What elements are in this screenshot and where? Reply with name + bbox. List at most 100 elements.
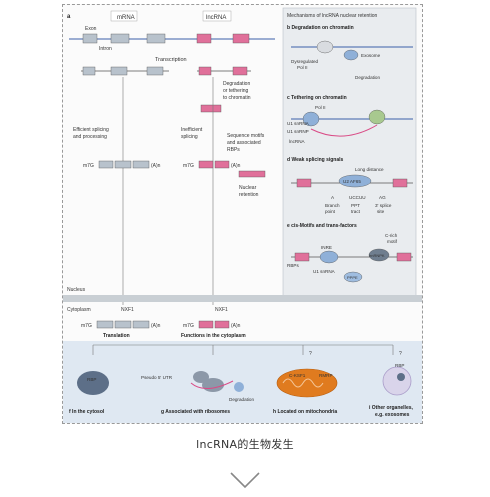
nuclear-retention-1: Nuclear	[239, 185, 257, 191]
degradation-b: Degradation	[355, 75, 380, 80]
mrna-header-box	[110, 10, 138, 22]
pseudo-utr-strand	[190, 380, 234, 389]
exosome-vesicle	[382, 366, 412, 396]
retained-lncrna	[238, 170, 266, 178]
mrna-polya-cyto: (A)n	[151, 323, 161, 329]
lncrna-biogenesis-diagram: a mRNA lncRNA Exon Intron Transcription …	[63, 7, 422, 423]
mrna-exon-3	[146, 33, 166, 44]
lncrna-header: lncRNA	[206, 15, 226, 21]
splice-site-2: site	[377, 209, 385, 214]
cyto-mrna-exon-1	[96, 320, 114, 329]
lncrna-exon-1	[196, 33, 212, 44]
c-rich-1: C-rich	[385, 233, 398, 238]
lncrna-polya: (A)n	[231, 163, 241, 169]
ribosome-small	[193, 371, 209, 383]
functions-cytoplasm: Functions in the cytoplasm	[181, 333, 246, 339]
mechanisms-title: Mechanisms of lncRNA nuclear retention	[287, 13, 378, 19]
lncrna-polya-cyto: (A)n	[231, 323, 241, 329]
panel-e-exon-1	[294, 252, 310, 262]
panel-e-title: e cis-Motifs and trans-factors	[287, 223, 357, 229]
cytoplasm-label: Cytoplasm	[67, 307, 91, 313]
hnrnpk-protein	[368, 248, 390, 262]
sequence-motifs-1: Sequence motifs	[227, 133, 265, 139]
rbp-f-label: RBP	[87, 377, 96, 382]
rbp-i-label: RBP	[395, 363, 404, 368]
pre-mrna-exon-1	[82, 66, 96, 76]
rbps-label: RBPs	[287, 263, 299, 268]
figure-caption: lncRNA的生物发生	[196, 438, 294, 451]
ucccu: UCCUU	[349, 195, 366, 200]
degradation-tethering-2: or tethering	[223, 88, 249, 94]
mrna-exon-1	[82, 33, 98, 44]
transcription-label: Transcription	[155, 57, 187, 63]
inefficient-splicing-1: Inefficient	[181, 127, 203, 133]
pre-lncrna-exon-2	[232, 66, 248, 76]
u1-snrnp	[302, 111, 320, 127]
ribosome-large	[202, 378, 224, 392]
splice-ag: AG	[379, 195, 386, 200]
panel-c-title: c Tethering on chromatin	[287, 95, 347, 101]
pol2-c	[368, 109, 386, 125]
pol2-c-label: Pol II	[315, 105, 325, 110]
exosome-label: Exosome	[361, 53, 381, 58]
u1-snrna-e: U1 snRNA	[313, 269, 336, 274]
rmrp-label: RMRP	[319, 373, 333, 378]
mrna-cap: m7G	[83, 163, 94, 169]
degradation-g: Degradation	[229, 397, 254, 402]
panel-d-exon-2	[392, 178, 408, 188]
mature-lncrna-exon-2	[214, 160, 230, 169]
chevron-down-icon[interactable]	[229, 470, 261, 490]
splice-site-1: 3' splice	[375, 203, 392, 208]
branch-point-1: Branch	[325, 203, 340, 208]
inefficient-splicing-2: splicing	[181, 134, 198, 140]
pseudo-utr-label: Pseudo 5' UTR	[141, 375, 173, 380]
long-distance: Long distance	[355, 167, 384, 172]
nuclear-envelope	[63, 295, 422, 302]
panel-d-title: d Weak splicing signals	[287, 157, 344, 163]
cyto-mrna-exon-2	[114, 320, 132, 329]
cyto-mrna-exon-3	[132, 320, 150, 329]
exosome	[343, 49, 359, 61]
panel-e-exon-2	[396, 252, 412, 262]
mito-cristae	[282, 378, 324, 388]
figure-frame: a mRNA lncRNA Exon Intron Transcription …	[62, 4, 423, 424]
panel-a-label: a	[67, 14, 71, 20]
panel-b-title: b Degradation on chromatin	[287, 25, 354, 31]
question-i: ?	[399, 351, 402, 357]
lncrna-exon-2	[232, 33, 250, 44]
mrna-header: mRNA	[117, 15, 135, 21]
lncrna-cap-cyto: m7G	[183, 323, 194, 329]
nuclear-retention-2: retention	[239, 192, 259, 198]
ckrs-label: C-KSF1	[289, 373, 306, 378]
ppt-1: PPT	[351, 203, 360, 208]
sequence-motifs-2: and associated	[227, 140, 261, 146]
efficient-splicing-2: and processing	[73, 134, 107, 140]
panel-d-exon-1	[296, 178, 312, 188]
degradation-tethering-1: Degradation	[223, 81, 250, 87]
degradation-tethering-3: to chromatin	[223, 95, 251, 101]
nxf1-mrna: NXF1	[121, 307, 134, 313]
pppe-label: PPPE	[347, 275, 358, 280]
hnrnpk-label: hnRNPK	[369, 253, 385, 258]
u2af-protein	[338, 174, 372, 188]
c-rich-2: motif	[387, 239, 398, 244]
u1-snrnp-label: U1 snRNP	[287, 129, 309, 134]
panel-i-label-2: e.g. exosomes	[375, 412, 410, 418]
efficient-splicing-1: Efficient splicing	[73, 127, 109, 133]
panel-h-label: h Located on mitochondria	[273, 409, 337, 415]
cytoplasm-band	[63, 341, 422, 423]
panel-g-label: g Associated with ribosomes	[161, 409, 230, 415]
mature-lncrna-exon-1	[198, 160, 214, 169]
mature-mrna-exon-3	[132, 160, 150, 169]
rbp-i-protein	[397, 373, 405, 381]
pppe-protein	[343, 271, 363, 283]
sequence-motifs-3: RBPs	[227, 147, 240, 153]
lncrna-header-box	[202, 10, 232, 22]
panel-f-label: f In the cytosol	[69, 409, 105, 415]
inre-label: INRE	[321, 245, 332, 250]
cyto-lncrna-exon-2	[214, 320, 230, 329]
intron-label: Intron	[99, 46, 112, 52]
pre-mrna-exon-2	[110, 66, 128, 76]
translation-label: Translation	[103, 333, 130, 339]
pre-lncrna-exon-1	[198, 66, 212, 76]
